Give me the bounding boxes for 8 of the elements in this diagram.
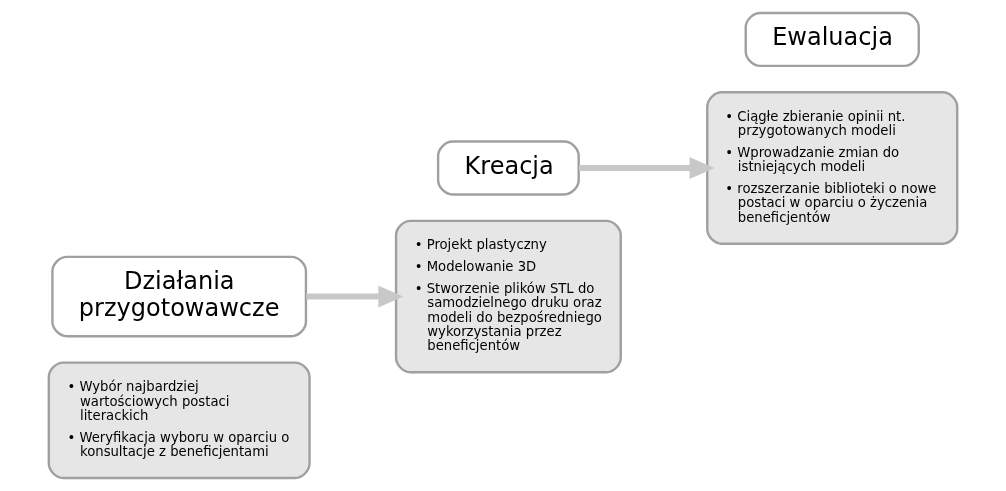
node-box: • Ciągłe zbieranie opinii nt. przygotowanych modeli • Wprowadzanie zmian do istniejących modeli • rozszerzanie biblioteki o nowe postaci w oparciu o życzenia beneficjentów <box>706 91 959 245</box>
node-box: Działania przygotowawcze <box>51 255 308 338</box>
node-box: • Projekt plastyczny • Modelowanie 3D • Stworzenie plików STL do samodzielnego druku oraz modeli do bezpośredniego wykorzystania przez beneficjentów <box>394 219 622 374</box>
arrow <box>578 157 715 179</box>
node-box: Ewaluacja <box>744 11 920 68</box>
node-box: Kreacja <box>436 140 580 196</box>
node-box: • Wybór najbardziej wartościowych postaci literackich • Weryfikacja wyboru w oparciu o konsultacje z beneficjentami <box>47 361 311 480</box>
arrow <box>306 285 404 308</box>
